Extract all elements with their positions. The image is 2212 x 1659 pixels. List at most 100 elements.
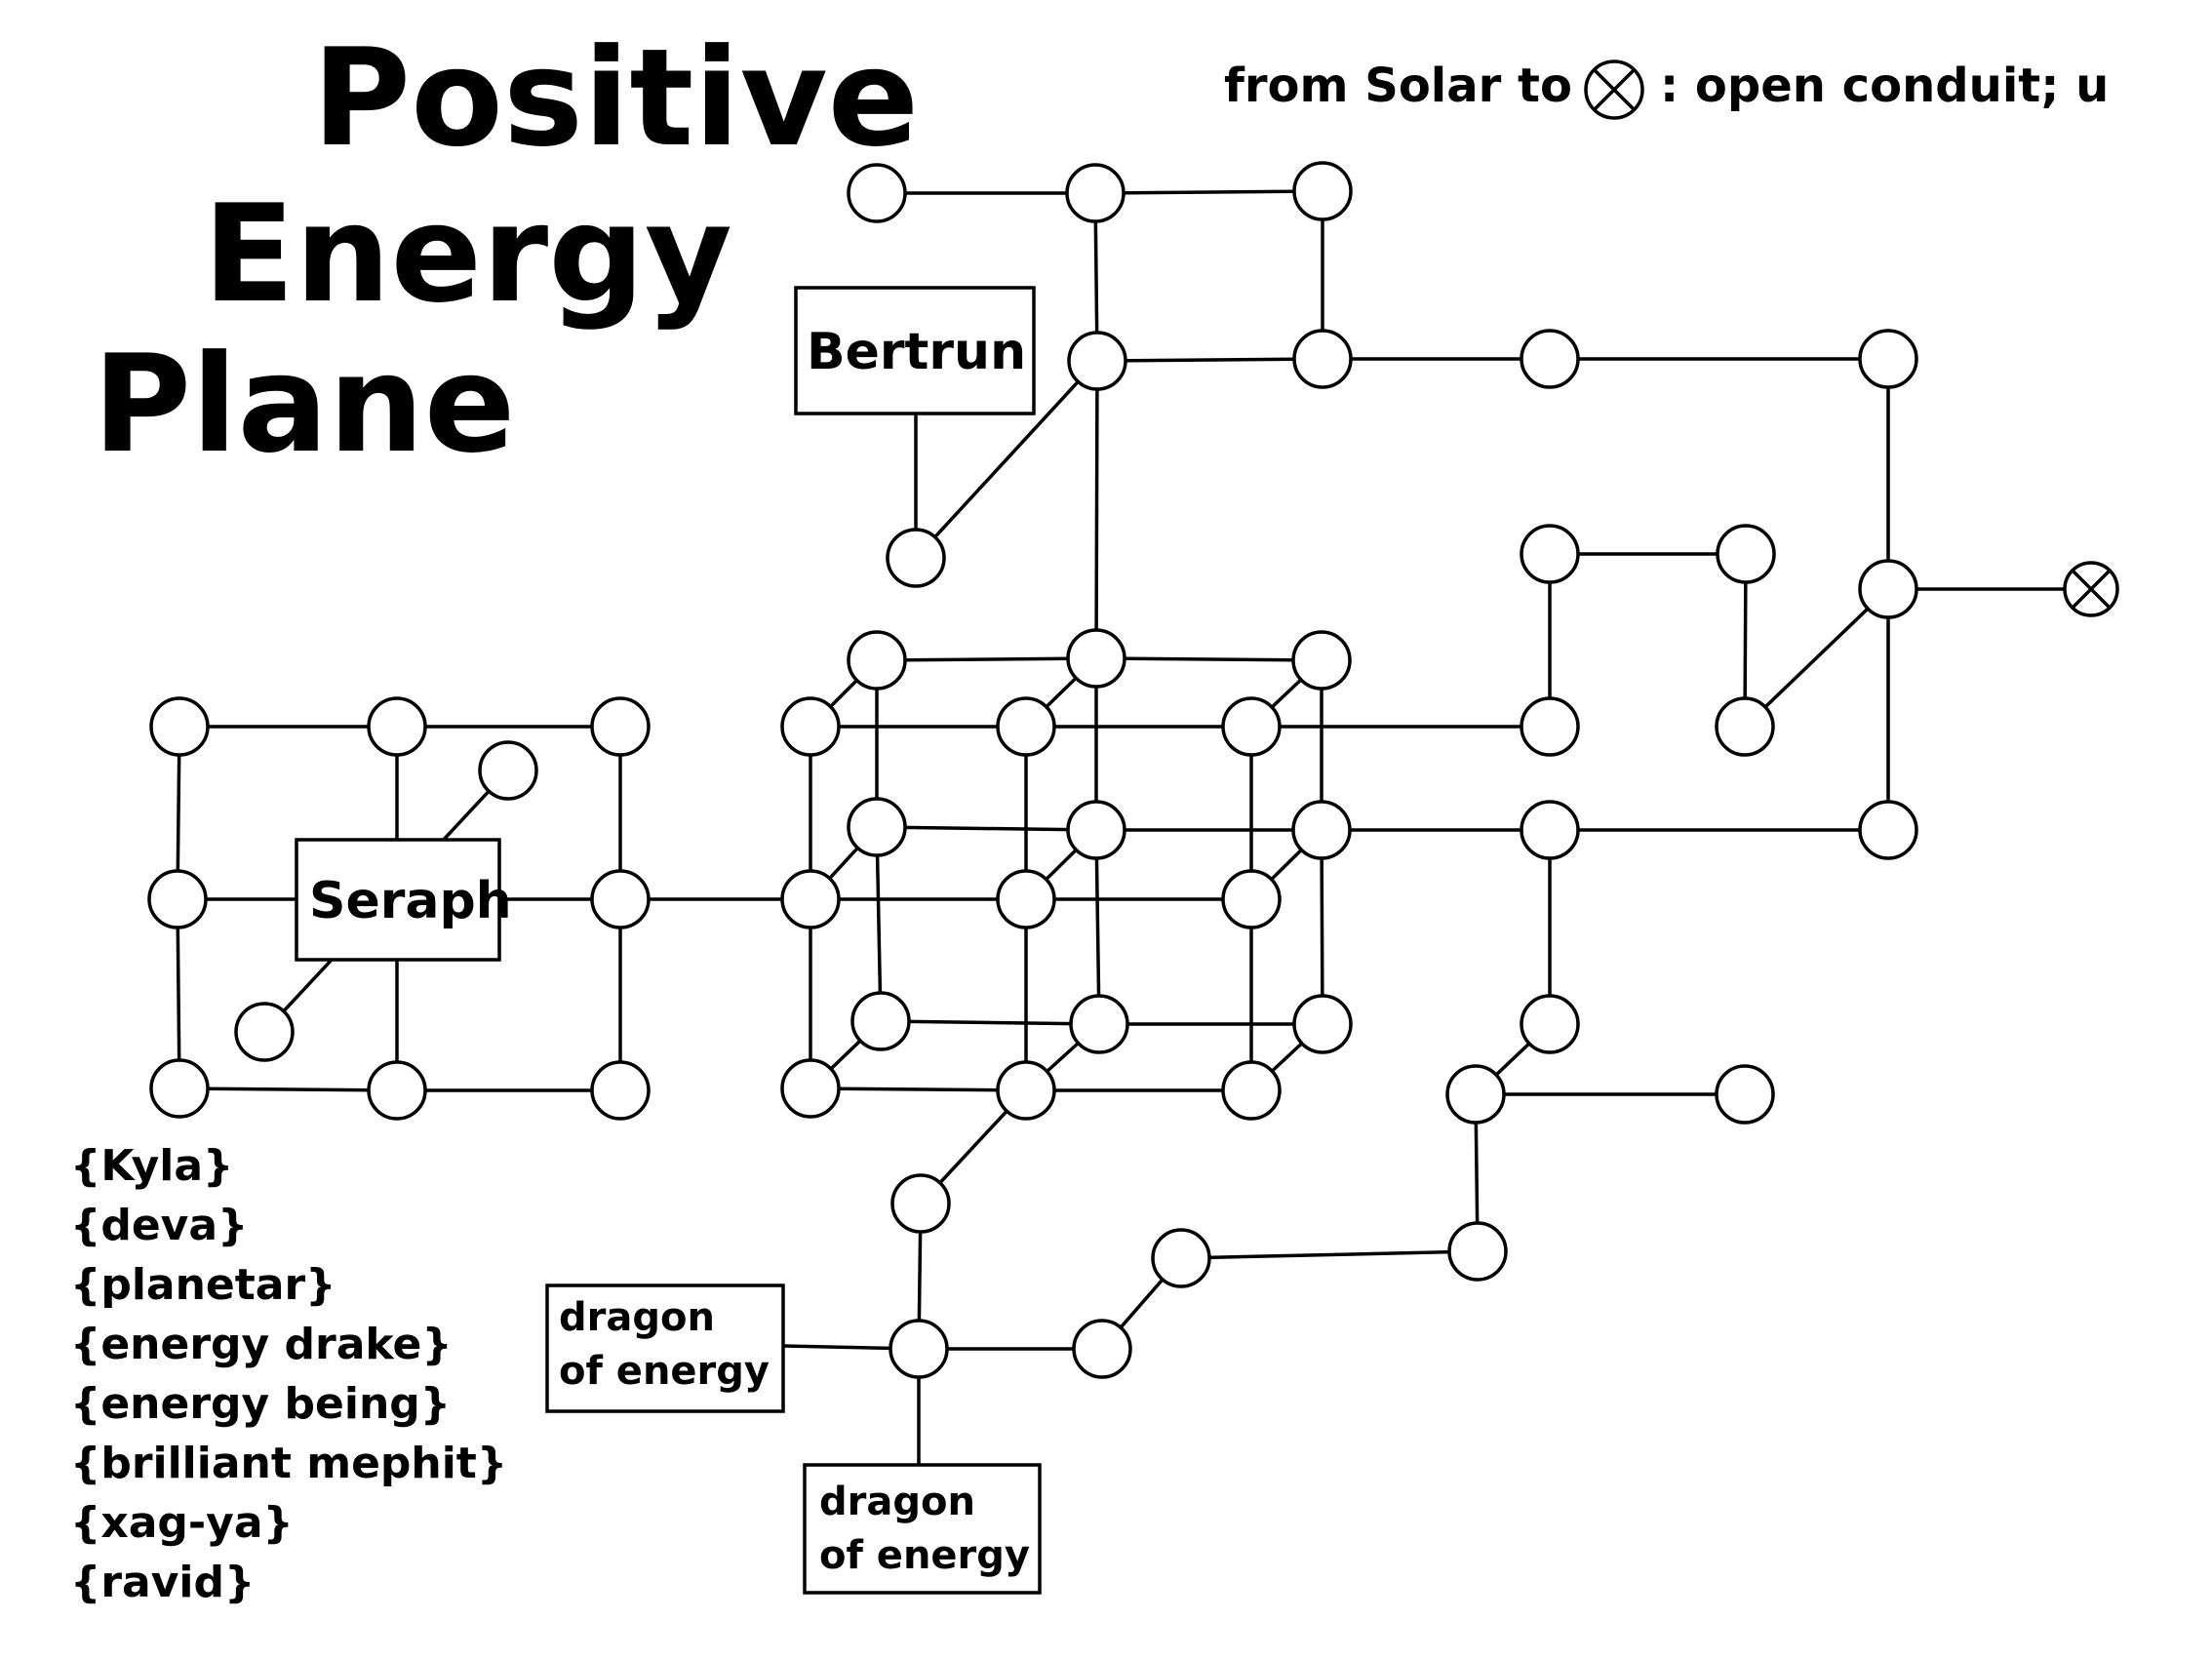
- map-node: [850, 991, 911, 1051]
- map-node: [367, 696, 427, 757]
- title-line-3: Plane: [93, 326, 515, 483]
- map-node: [996, 869, 1056, 929]
- dragon-box-left: dragon of energy: [559, 1295, 770, 1394]
- map-node: [478, 740, 538, 801]
- map-node: [1858, 329, 1918, 389]
- map-node: [890, 1173, 951, 1234]
- map-node: [996, 1060, 1056, 1121]
- portal-cross: [2071, 569, 2112, 610]
- legend-prefix: from Solar to: [1224, 59, 1572, 113]
- map-node: [1221, 696, 1282, 757]
- roster-item: {deva}: [70, 1201, 248, 1250]
- legend-portal-icon: [1584, 59, 1644, 120]
- map-node: [149, 696, 210, 757]
- connection-line: [914, 359, 1099, 560]
- legend-suffix: : open conduit; u: [1660, 59, 2109, 113]
- map-node: [847, 163, 907, 223]
- title: Positive Energy Plane: [93, 20, 919, 483]
- creature-roster: {Kyla} {deva} {planetar} {energy drake} …: [70, 1141, 507, 1607]
- map-node: [889, 1319, 949, 1379]
- map-node: [780, 869, 841, 929]
- dragon-left-line-2: of energy: [559, 1349, 770, 1394]
- seraph-box: Seraph: [309, 872, 512, 930]
- map-node: [1292, 329, 1353, 389]
- map-node: [367, 1060, 427, 1121]
- connection-line: [1094, 189, 1323, 195]
- dragon-bottom-line-1: dragon: [819, 1480, 975, 1524]
- bertrun-box: Bertrun: [807, 323, 1026, 381]
- map-node: [1291, 630, 1352, 691]
- map-node: [1520, 524, 1580, 584]
- roster-item: {Kyla}: [70, 1141, 233, 1191]
- connection-line: [1094, 360, 1099, 659]
- dragon-bottom-box-frame: [803, 1463, 1042, 1595]
- map-node: [1291, 800, 1352, 860]
- map-node: [1520, 800, 1580, 860]
- connection-line: [876, 825, 1097, 832]
- connection-line: [178, 1086, 398, 1092]
- map-node: [1445, 1064, 1506, 1125]
- connection-line: [880, 1019, 1100, 1026]
- dragon-box-bottom: dragon of energy: [819, 1480, 1030, 1578]
- map-node: [847, 630, 907, 691]
- map-node: [780, 1058, 841, 1119]
- map-node: [1065, 163, 1126, 223]
- bertrun-label: Bertrun: [807, 323, 1026, 381]
- roster-item: {energy being}: [70, 1379, 451, 1429]
- map-node: [1715, 696, 1775, 757]
- map-node: [590, 1060, 651, 1121]
- map-node: [1067, 331, 1127, 391]
- map-node: [1520, 696, 1580, 757]
- map-node: [886, 528, 946, 588]
- title-line-2: Energy: [203, 176, 732, 333]
- roster-item: {energy drake}: [70, 1320, 453, 1369]
- connection-line: [1094, 829, 1101, 1025]
- roster-item: {ravid}: [70, 1558, 255, 1607]
- map-node: [1716, 524, 1776, 584]
- connection-line: [810, 1086, 1027, 1092]
- roster-item: {xag-ya}: [70, 1498, 294, 1548]
- dragon-left-box-frame: [545, 1284, 785, 1413]
- connection-line: [875, 826, 883, 1022]
- map-node: [1221, 869, 1282, 929]
- seraph-box-frame: [295, 838, 501, 962]
- map-node: [147, 869, 208, 929]
- connection-line: [876, 656, 1097, 662]
- legend: from Solar to : open conduit; u: [1224, 59, 2109, 120]
- connection-line: [1180, 1249, 1479, 1260]
- roster-item: {planetar}: [70, 1260, 336, 1310]
- connection-line: [1320, 829, 1324, 1025]
- map-node: [1151, 1228, 1211, 1288]
- map-nodes: [147, 161, 1918, 1379]
- connection-line: [176, 898, 181, 1089]
- open-conduit-portal: [2063, 561, 2119, 617]
- bertrun-box-frame: [794, 286, 1036, 415]
- map-node: [847, 797, 907, 857]
- roster-item: {brilliant mephit}: [70, 1439, 507, 1488]
- seraph-label: Seraph: [309, 872, 512, 930]
- map-node: [1520, 994, 1580, 1054]
- map-node: [1520, 329, 1580, 389]
- connection-line: [1743, 587, 1890, 729]
- connection-line: [1096, 357, 1323, 363]
- map-node: [1858, 559, 1918, 619]
- map-node: [1858, 800, 1918, 860]
- map-node: [590, 869, 651, 929]
- map-node: [1447, 1221, 1508, 1282]
- map-node: [1715, 1064, 1775, 1125]
- map-node: [1069, 994, 1129, 1054]
- map-node: [1066, 628, 1126, 689]
- map-node: [1221, 1060, 1282, 1121]
- map-node: [1292, 161, 1353, 221]
- map-node: [149, 1058, 210, 1119]
- connection-line: [1095, 656, 1323, 662]
- map-node: [1072, 1319, 1132, 1379]
- map-node: [234, 1002, 295, 1062]
- dragon-left-line-1: dragon: [559, 1295, 715, 1340]
- label-boxes: [295, 286, 1042, 1595]
- map-node: [780, 696, 841, 757]
- map-node: [1066, 800, 1126, 860]
- map-node: [1292, 994, 1353, 1054]
- map-node: [996, 696, 1056, 757]
